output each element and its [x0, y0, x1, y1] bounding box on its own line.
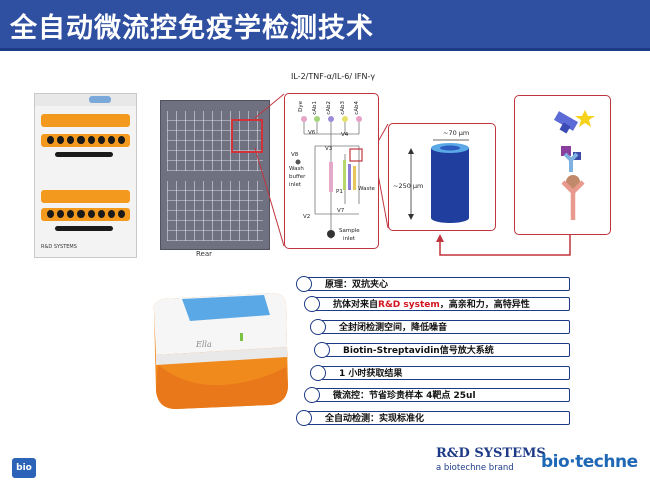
channel-segment [348, 164, 351, 190]
bullet-6: 微流控：节省珍贵样本 4靶点 25ul [304, 387, 570, 403]
rear-label: Rear [196, 250, 213, 258]
cartridge-image: R&D SYSTEMS [34, 93, 137, 258]
bullet-1: 原理：双抗夹心 [296, 276, 570, 292]
label-cab2: cAb2 [326, 101, 332, 115]
cartridge-wells [47, 136, 125, 144]
antibody-sandwich-diagram [514, 95, 611, 235]
bullet-marker [296, 410, 312, 426]
label-wash: Wash [289, 166, 304, 172]
cartridge-slot [55, 226, 113, 231]
label-v2: V2 [303, 214, 310, 220]
channel-title: IL-2/TNF-α/IL-6/ IFN-γ [291, 72, 376, 81]
cartridge-wells [47, 210, 125, 218]
detection-antibody [563, 152, 579, 172]
bullet-4: Biotin-Streptavidin信号放大系统 [314, 342, 570, 358]
port-cab1 [314, 116, 320, 122]
slide-title: 全自动微流控免疫学检测技术 [10, 13, 374, 44]
bullet-text: 原理：双抗夹心 [325, 280, 389, 290]
label-cab4: cAb4 [354, 101, 360, 115]
port-cab3 [342, 116, 348, 122]
bullet-3: 全封闭检测空间，降低噪音 [310, 319, 570, 335]
rear-highlight-box [231, 119, 263, 153]
microfluidic-channel-diagram: Dye cAb1 cAb2 cAb3 cAb4 V6 V4 V3 [284, 93, 379, 249]
channel-segment [353, 166, 356, 190]
bullet-2: 抗体对来自R&D system，高亲和力，高特异性 [304, 296, 570, 312]
bullet-text: 全自动检测：实现标准化 [325, 414, 425, 424]
label-v4: V4 [341, 132, 349, 138]
cartridge-logo [89, 96, 111, 103]
bullet-text: 微流控：节省珍贵样本 4靶点 25ul [333, 391, 476, 401]
bullet-5: 1 小时获取结果 [310, 365, 570, 381]
wash-inlet-port [295, 159, 301, 165]
rear-channel-grid [167, 181, 263, 241]
rear-channel-grid [167, 111, 263, 171]
label-buffer: buffer [289, 174, 306, 180]
channel-zoom-box [349, 148, 363, 162]
svg-text:Ella: Ella [195, 340, 212, 349]
label-sample-inlet: inlet [343, 236, 356, 242]
cartridge-footer: R&D SYSTEMS [41, 244, 77, 250]
port-dye [301, 116, 307, 122]
bullet-marker [314, 342, 330, 358]
label-v8: V8 [291, 152, 299, 158]
label-v3: V3 [325, 146, 333, 152]
bullet-text: 1 小时获取结果 [339, 369, 403, 379]
bullet-text-prefix: 抗体对来自 [333, 300, 379, 310]
label-v6: V6 [308, 130, 316, 136]
capture-antibody [561, 180, 585, 220]
title-bar: 全自动微流控免疫学检测技术 [0, 0, 650, 51]
cartridge-band [41, 190, 130, 203]
label-waste: Waste [358, 186, 375, 192]
port-cab4 [356, 116, 362, 122]
rnd-systems-logo: R&D SYSTEMS [436, 446, 546, 461]
channel-segment [343, 160, 346, 190]
label-inlet: inlet [289, 182, 302, 188]
bullet-marker [310, 365, 326, 381]
bullet-text-suffix: ，高亲和力，高特异性 [439, 300, 530, 310]
ella-instrument-image: Ella [146, 285, 294, 415]
bullet-text-highlight: R&D system [378, 300, 440, 310]
bullet-marker [296, 276, 312, 292]
channel-segment [329, 162, 333, 192]
bullet-marker [310, 319, 326, 335]
glass-nano-reactor-zoom: ~70 µm ~250 µm [388, 123, 496, 231]
cartridge-band [41, 114, 130, 127]
cartridge-slot [55, 152, 113, 157]
label-v7: V7 [337, 208, 345, 214]
label-sample: Sample [339, 228, 360, 234]
bullet-text: 全封闭检测空间，降低噪音 [339, 323, 448, 333]
bullet-marker [304, 387, 320, 403]
streptavidin-block-dark [559, 122, 571, 134]
sample-inlet-port [327, 230, 335, 238]
instrument-lid [182, 295, 270, 321]
signal-burst-icon [575, 110, 595, 127]
cylinder-height-label: ~250 µm [393, 182, 423, 190]
bio-logo: bio [12, 458, 36, 478]
label-p1: P1 [336, 189, 343, 195]
bullet-text: Biotin-Streptavidin信号放大系统 [343, 346, 494, 356]
biotin-block [561, 146, 571, 156]
status-light [240, 333, 243, 341]
label-cab1: cAb1 [312, 101, 318, 115]
label-dye: Dye [298, 100, 304, 111]
bullet-7: 全自动检测：实现标准化 [296, 410, 570, 426]
bullet-marker [304, 296, 320, 312]
cylinder-width-label: ~70 µm [443, 129, 469, 137]
port-cab2 [328, 116, 334, 122]
rnd-systems-tagline: a biotechne brand [436, 463, 514, 473]
label-cab3: cAb3 [340, 101, 346, 115]
biotechne-logo: bio·techne [541, 452, 638, 472]
reactor-cylinder [431, 148, 469, 218]
cartridge-rear-image [160, 100, 270, 250]
streptavidin-block [553, 111, 579, 131]
